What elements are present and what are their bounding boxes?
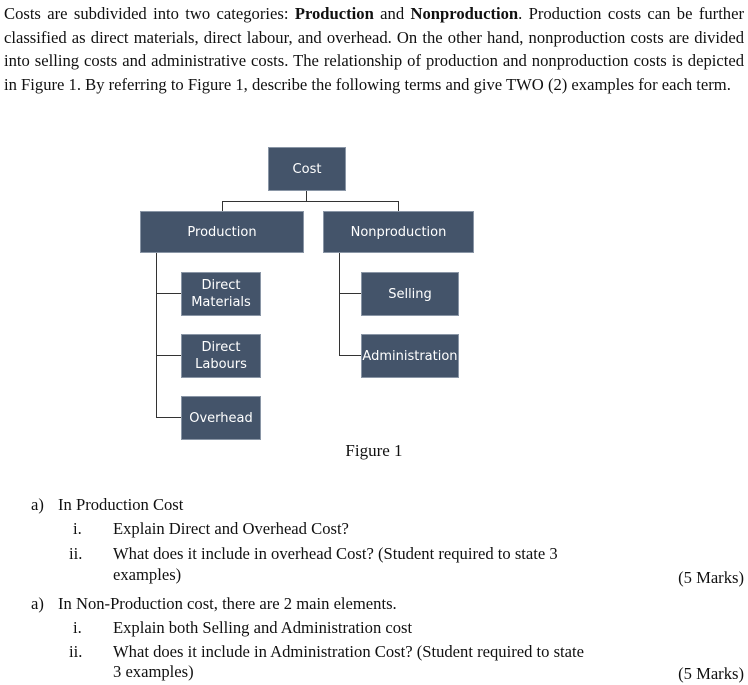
selling-label: Selling: [388, 286, 432, 302]
intro-text: . Production costs can be further classi…: [4, 4, 744, 94]
subquestion-text: Explain Direct and Overhead Cost?: [113, 519, 349, 538]
subquestion-number: ii.: [69, 544, 83, 563]
connector-line: [339, 253, 340, 356]
production-term: Production: [294, 4, 374, 23]
marks-label: (5 Marks): [678, 568, 744, 587]
question-letter: a): [31, 594, 44, 613]
overhead-box: Overhead: [181, 396, 261, 440]
connector-line: [222, 201, 399, 202]
subquestion-text: Explain both Selling and Administration …: [113, 618, 413, 637]
subquestion-number: i.: [73, 519, 82, 538]
administration-box: Administration: [361, 334, 459, 378]
production-box: Production: [140, 211, 304, 253]
connector-line: [306, 191, 307, 201]
cost-label: Cost: [292, 161, 322, 177]
question-text: In Production Cost: [58, 495, 184, 514]
connector-line: [222, 201, 223, 211]
nonproduction-box: Nonproduction: [323, 211, 474, 253]
overhead-label: Overhead: [189, 410, 253, 426]
subquestion-text-continued: 3 examples): [113, 662, 194, 681]
question-text: In Non-Production cost, there are 2 main…: [58, 594, 397, 613]
subquestion-text: What does it include in overhead Cost? (…: [113, 544, 558, 563]
figure-caption: Figure 1: [345, 441, 403, 460]
connector-line: [398, 201, 399, 211]
intro-text: and: [373, 4, 411, 23]
production-label: Production: [187, 224, 257, 240]
direct-labours-box: Direct Labours: [181, 334, 261, 378]
question-letter: a): [31, 495, 44, 514]
administration-label: Administration: [362, 348, 458, 364]
nonproduction-term: Nonproduction: [410, 4, 519, 23]
connector-line: [156, 253, 157, 417]
subquestion-text: What does it include in Administration C…: [113, 642, 584, 661]
direct-materials-box: Direct Materials: [181, 272, 261, 316]
cost-box: Cost: [268, 147, 346, 191]
subquestion-text-continued: examples): [113, 565, 182, 584]
direct-labours-label: Direct Labours: [195, 340, 247, 372]
intro-text: Costs are subdivided into two categories…: [4, 4, 295, 23]
connector-line: [339, 293, 361, 294]
connector-line: [156, 293, 181, 294]
direct-materials-label: Direct Materials: [191, 278, 251, 310]
question-intro-paragraph: Costs are subdivided into two categories…: [4, 2, 744, 96]
connector-line: [339, 355, 361, 356]
connector-line: [156, 355, 181, 356]
selling-box: Selling: [361, 272, 459, 316]
nonproduction-label: Nonproduction: [350, 224, 447, 240]
subquestion-number: ii.: [69, 642, 83, 661]
connector-line: [156, 417, 181, 418]
marks-label: (5 Marks): [678, 664, 744, 683]
subquestion-number: i.: [73, 618, 82, 637]
